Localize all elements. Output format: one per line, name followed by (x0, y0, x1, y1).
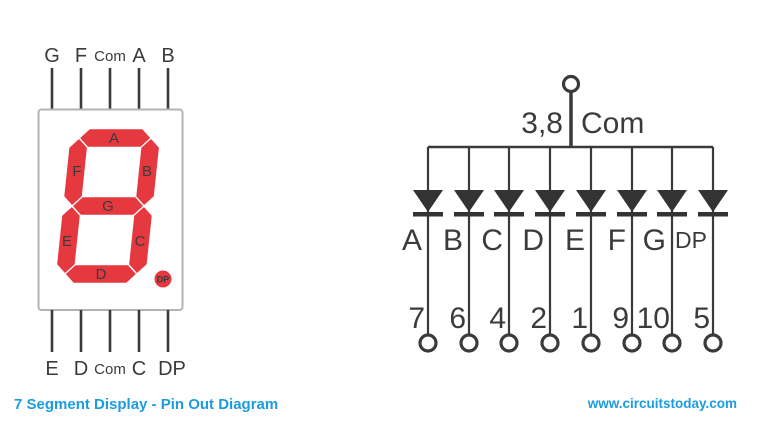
branch-terminal-circle (622, 333, 642, 353)
segment-c-label: C (135, 233, 146, 250)
branch-pin-number: 10 (637, 302, 670, 335)
top-pin-label-f: F (75, 45, 87, 67)
segment-b-shape (136, 139, 159, 205)
branch-terminal-circle (703, 333, 723, 353)
branch-segment-label: B (443, 224, 463, 257)
branch-segment-label: A (402, 224, 422, 257)
branch-terminal-circle (540, 333, 560, 353)
schematic-group: 3,8 Com A 7 (402, 74, 728, 353)
website-watermark: www.circuitstoday.com (587, 396, 737, 411)
segment-a-shape (80, 129, 150, 147)
branch-segment-label: D (522, 224, 544, 257)
branch-dp: DP 5 (675, 147, 728, 353)
top-pin-label-b: B (161, 45, 174, 67)
decimal-point-dot (154, 270, 172, 288)
digit-segments-group (57, 129, 159, 283)
common-name-label: Com (581, 107, 644, 140)
common-pin-numbers-label: 3,8 (521, 107, 563, 140)
branch-terminal-circle (499, 333, 519, 353)
segment-d-label: D (96, 266, 107, 283)
branch-segment-label: G (643, 224, 666, 257)
segment-d-shape (66, 265, 136, 283)
branch-terminal-circle (662, 333, 682, 353)
led-diode-icon (535, 190, 565, 217)
bottom-pin-label-c: C (132, 358, 146, 380)
segment-f-shape (64, 139, 87, 205)
segment-f-label: F (72, 163, 81, 180)
branch-g: G 10 (637, 147, 687, 353)
branch-pin-number: 7 (408, 302, 425, 335)
display-package-group: G F Com A B DP A F B G (37, 45, 186, 380)
bottom-pin-label-d: D (74, 358, 88, 380)
branch-e: E 1 (565, 147, 606, 353)
branch-pin-number: 5 (693, 302, 710, 335)
branch-segment-label: C (481, 224, 503, 257)
bottom-pin-label-e: E (45, 358, 58, 380)
segment-e-shape (57, 207, 80, 273)
branch-terminal-circle (581, 333, 601, 353)
branch-segment-label: DP (675, 227, 707, 253)
branch-pin-number: 1 (571, 302, 588, 335)
led-diode-icon (576, 190, 606, 217)
segment-b-label: B (142, 163, 152, 180)
bottom-pin-label-com: Com (94, 361, 126, 378)
led-diode-icon (494, 190, 524, 217)
led-diode-icon (413, 190, 443, 217)
segment-g-shape (73, 197, 143, 215)
bottom-pin-label-dp: DP (158, 358, 186, 380)
segment-a-label: A (109, 130, 119, 147)
branch-terminal-circle (459, 333, 479, 353)
branch-b: B 6 (443, 147, 484, 353)
branch-d: D 2 (522, 147, 565, 353)
branch-f: F 9 (608, 147, 647, 353)
diagram-title: 7 Segment Display - Pin Out Diagram (14, 396, 279, 413)
branch-terminal-circle (418, 333, 438, 353)
led-diode-icon (454, 190, 484, 217)
top-pin-label-a: A (132, 45, 146, 67)
segment-c-shape (129, 207, 152, 273)
branch-segment-label: F (608, 224, 626, 257)
branch-segment-label: E (565, 224, 585, 257)
branch-pin-number: 2 (530, 302, 547, 335)
led-diode-icon (657, 190, 687, 217)
branch-c: C 4 (481, 147, 524, 353)
top-pin-label-g: G (44, 45, 60, 67)
branch-pin-number: 4 (489, 302, 506, 335)
led-diode-icon (698, 190, 728, 217)
branch-pin-number: 6 (449, 302, 466, 335)
top-pin-label-com: Com (94, 48, 126, 65)
led-diode-icon (617, 190, 647, 217)
common-terminal-circle (561, 74, 581, 94)
branch-a: A 7 (402, 147, 443, 353)
branch-pin-number: 9 (612, 302, 629, 335)
segment-e-label: E (62, 233, 72, 250)
decimal-point-label: DP (157, 275, 170, 285)
segment-g-label: G (102, 198, 114, 215)
